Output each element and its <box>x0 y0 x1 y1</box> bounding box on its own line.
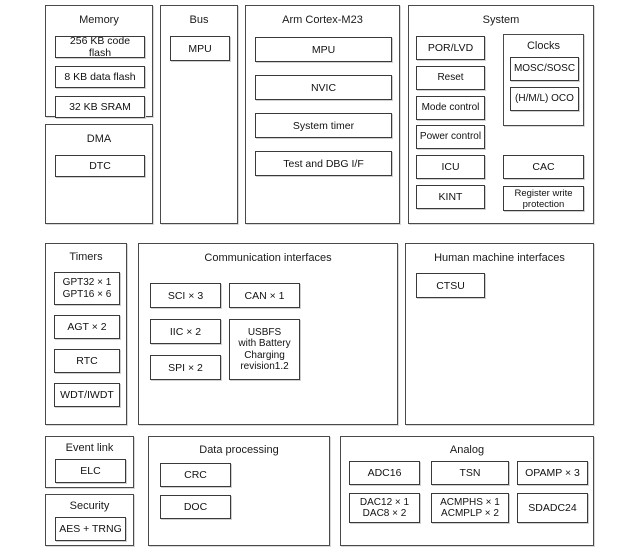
subgroup-clocks-title: Clocks <box>526 40 560 52</box>
block-por-lvd[interactable]: POR/LVD <box>416 36 485 60</box>
block-test-dbg-if[interactable]: Test and DBG I/F <box>255 151 392 176</box>
group-memory: Memory 256 KB code flash 8 KB data flash… <box>45 5 153 118</box>
block-cac[interactable]: CAC <box>503 155 584 179</box>
group-event-link: Event link ELC <box>45 436 134 488</box>
block-sdadc24[interactable]: SDADC24 <box>517 493 588 523</box>
block-agt[interactable]: AGT × 2 <box>54 315 120 339</box>
block-tsn[interactable]: TSN <box>431 461 509 485</box>
block-kint[interactable]: KINT <box>416 185 485 209</box>
block-adc16[interactable]: ADC16 <box>349 461 420 485</box>
group-cpu: Arm Cortex-M23 MPU NVIC System timer Tes… <box>245 5 400 224</box>
group-bus: Bus MPU <box>160 5 238 224</box>
block-crc[interactable]: CRC <box>160 463 231 487</box>
block-elc[interactable]: ELC <box>55 459 126 483</box>
block-wdt-iwdt[interactable]: WDT/IWDT <box>54 383 120 407</box>
block-reset[interactable]: Reset <box>416 66 485 90</box>
subgroup-clocks: Clocks MOSC/SOSC (H/M/L) OCO <box>503 34 584 126</box>
group-dma-title: DMA <box>86 133 112 145</box>
group-communication-interfaces: Communication interfaces SCI × 3 IIC × 2… <box>138 243 398 425</box>
group-bus-title: Bus <box>189 14 209 26</box>
block-dtc[interactable]: DTC <box>55 155 145 177</box>
group-event-link-title: Event link <box>65 442 114 454</box>
block-dac[interactable]: DAC12 × 1 DAC8 × 2 <box>349 493 420 523</box>
block-hml-oco[interactable]: (H/M/L) OCO <box>510 87 579 111</box>
group-human-machine-interfaces: Human machine interfaces CTSU <box>405 243 594 425</box>
block-can[interactable]: CAN × 1 <box>229 283 300 308</box>
block-acmp[interactable]: ACMPHS × 1 ACMPLP × 2 <box>431 493 509 523</box>
group-analog-title: Analog <box>449 444 485 456</box>
block-spi[interactable]: SPI × 2 <box>150 355 221 380</box>
block-power-control[interactable]: Power control <box>416 125 485 149</box>
group-data-processing: Data processing CRC DOC <box>148 436 330 546</box>
block-icu[interactable]: ICU <box>416 155 485 179</box>
block-system-timer[interactable]: System timer <box>255 113 392 138</box>
group-timers-title: Timers <box>69 251 103 263</box>
block-doc[interactable]: DOC <box>160 495 231 519</box>
block-iic[interactable]: IIC × 2 <box>150 319 221 344</box>
block-cpu-mpu[interactable]: MPU <box>255 37 392 62</box>
block-mode-control[interactable]: Mode control <box>416 96 485 120</box>
block-ctsu[interactable]: CTSU <box>416 273 485 298</box>
group-security: Security AES + TRNG <box>45 494 134 546</box>
block-opamp[interactable]: OPAMP × 3 <box>517 461 588 485</box>
block-code-flash[interactable]: 256 KB code flash <box>55 35 145 59</box>
group-human-machine-interfaces-title: Human machine interfaces <box>434 252 565 264</box>
block-data-flash[interactable]: 8 KB data flash <box>55 66 145 88</box>
block-mosc-sosc[interactable]: MOSC/SOSC <box>510 57 579 81</box>
block-register-write-protection[interactable]: Register write protection <box>503 186 584 211</box>
block-sram[interactable]: 32 KB SRAM <box>55 96 145 118</box>
block-sci[interactable]: SCI × 3 <box>150 283 221 308</box>
group-communication-interfaces-title: Communication interfaces <box>204 252 332 264</box>
group-data-processing-title: Data processing <box>199 444 279 456</box>
group-memory-title: Memory <box>79 14 119 26</box>
group-dma: DMA DTC <box>45 124 153 224</box>
group-system: System POR/LVD Reset Mode control Power … <box>408 5 594 224</box>
block-aes-trng[interactable]: AES + TRNG <box>55 517 126 541</box>
group-security-title: Security <box>69 500 110 512</box>
block-nvic[interactable]: NVIC <box>255 75 392 100</box>
group-timers: Timers GPT32 × 1 GPT16 × 6 AGT × 2 RTC W… <box>45 243 127 425</box>
block-gpt[interactable]: GPT32 × 1 GPT16 × 6 <box>54 272 120 305</box>
block-usbfs[interactable]: USBFS with Battery Charging revision1.2 <box>229 319 300 380</box>
group-system-title: System <box>482 14 520 26</box>
group-cpu-title: Arm Cortex-M23 <box>282 14 363 26</box>
group-analog: Analog ADC16 TSN OPAMP × 3 DAC12 × 1 DAC… <box>340 436 594 546</box>
block-rtc[interactable]: RTC <box>54 349 120 373</box>
block-bus-mpu[interactable]: MPU <box>170 36 230 61</box>
